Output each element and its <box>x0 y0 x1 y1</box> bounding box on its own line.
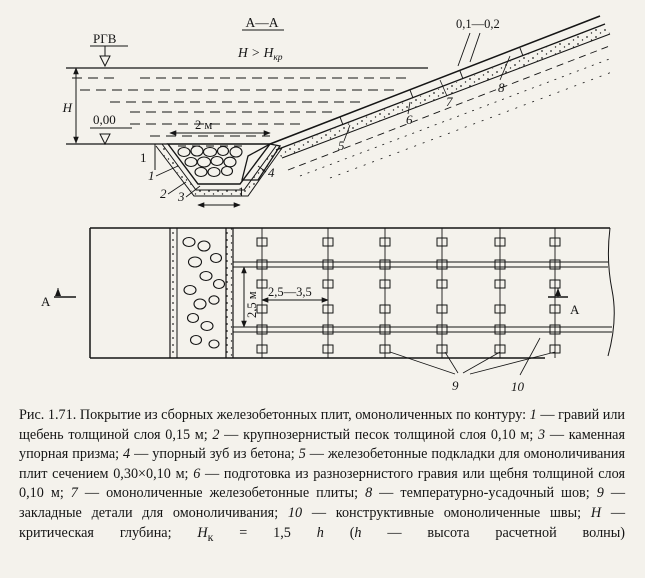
pavement-diagram: А—А H > Hкр РГВ H 0,00 <box>41 15 615 394</box>
callout-2: 2 <box>160 186 167 201</box>
sand-layer-outline <box>155 145 283 197</box>
toe-width-label: 1 <box>238 184 245 199</box>
embedded-parts <box>256 237 561 354</box>
callout-6: 6 <box>406 112 413 127</box>
section-view: А—А H > Hкр РГВ H 0,00 <box>62 15 613 208</box>
depth-label: H <box>62 100 73 115</box>
plan-stones <box>182 236 226 349</box>
cut-label-left: А <box>41 294 51 309</box>
cut-arrow-right-icon <box>555 288 561 296</box>
vertical-joints <box>261 228 556 358</box>
width-label: 2 м <box>195 118 212 132</box>
toe-depth-label: 1 <box>140 150 147 165</box>
cut-label-right: А <box>570 302 580 317</box>
callout-9: 9 <box>452 378 459 393</box>
section-condition: H > Hкр <box>237 45 283 63</box>
subgrade-boundary <box>287 44 613 171</box>
callout-4: 4 <box>268 165 275 180</box>
caption-title: Рис. 1.71. Покрытие из сборных железобет… <box>19 407 527 423</box>
plate-joints <box>339 47 524 126</box>
gravel-strip <box>170 228 177 358</box>
callout-7: 7 <box>446 94 453 109</box>
zero-level-label: 0,00 <box>93 112 116 127</box>
zero-level-triangle-icon <box>99 133 111 146</box>
callout-3: 3 <box>177 189 185 204</box>
callout-1: 1 <box>148 168 155 183</box>
plan-view: 2,5 м 2,5—3,5 А А 9 10 <box>41 227 615 394</box>
water-level-label: РГВ <box>93 31 117 46</box>
stone-toe-prism <box>166 143 272 185</box>
slope-plates-bottom <box>275 23 606 151</box>
concrete-tooth <box>241 143 282 181</box>
tooth-strip <box>226 228 233 358</box>
section-label: А—А <box>246 15 279 30</box>
figure-caption: Рис. 1.71. Покрытие из сборных железобет… <box>19 407 626 544</box>
callout-10: 10 <box>511 379 525 394</box>
plate-spacing-label: 2,5—3,5 <box>268 285 312 299</box>
slope-plates-top <box>269 15 601 145</box>
water-hatching <box>72 77 410 147</box>
cut-arrow-left-icon <box>55 288 61 296</box>
callout-8: 8 <box>498 80 505 95</box>
plate-height-label: 2,5 м <box>245 291 259 318</box>
constructive-joints <box>233 261 612 333</box>
toe-stones <box>177 145 243 178</box>
plan-break-line <box>607 227 615 357</box>
thickness-label: 0,1—0,2 <box>456 17 500 31</box>
water-level-triangle-icon <box>99 55 111 68</box>
callout-5: 5 <box>338 138 345 153</box>
